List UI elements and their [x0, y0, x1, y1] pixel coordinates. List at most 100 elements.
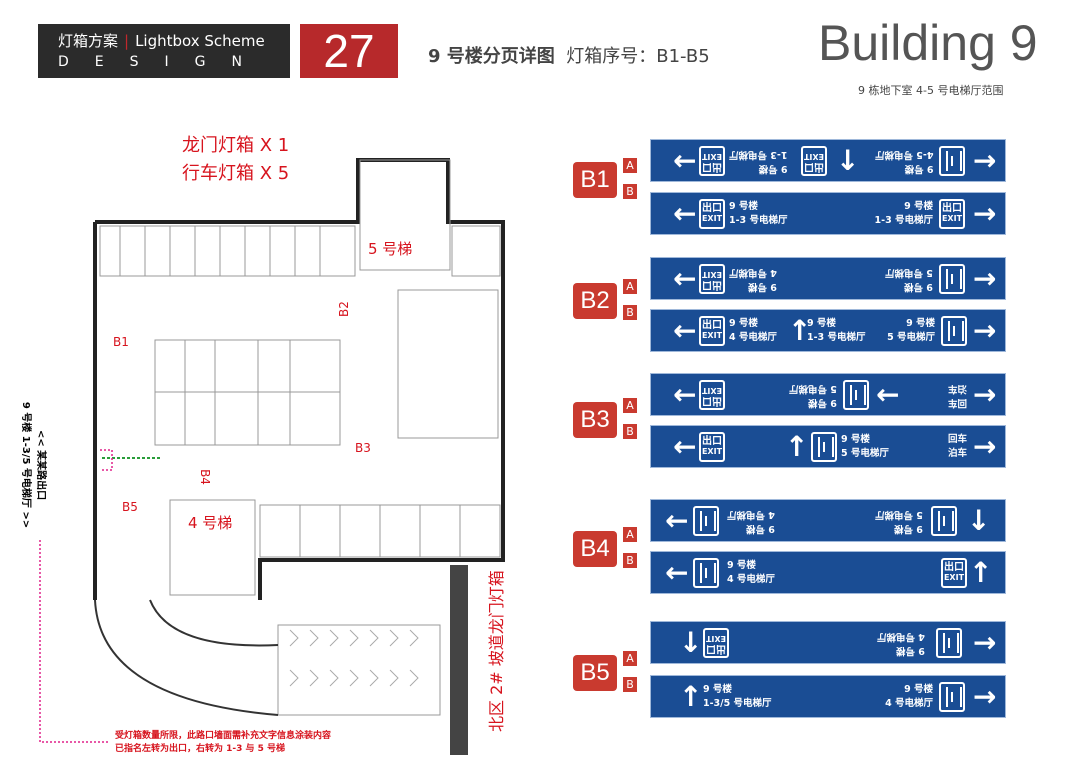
arrow-icon: →	[973, 143, 997, 177]
marker-b1: B1	[113, 335, 129, 349]
sign-text-line: 9 号楼	[727, 559, 756, 571]
sign-item	[931, 500, 957, 541]
sign-text: 回车泊车	[948, 381, 967, 409]
marker-b5: B5	[122, 500, 138, 514]
sign-item: →	[973, 622, 996, 663]
exit-icon-en: EXIT	[701, 213, 723, 223]
sign-item: ←	[673, 193, 696, 234]
arrow-icon: ↑	[785, 429, 809, 463]
arrow-icon: ←	[673, 261, 697, 295]
sign-item	[939, 676, 965, 717]
arrow-icon: ←	[673, 143, 697, 177]
sign-item: ←	[665, 500, 688, 541]
sign-item: →	[973, 426, 996, 467]
sign-item: →	[973, 374, 996, 415]
elevator-icon	[939, 681, 965, 712]
exit-icon-en: EXIT	[701, 151, 723, 161]
page-number: 27	[300, 24, 398, 78]
arrow-icon: ←	[673, 429, 697, 463]
arrow-icon: →	[973, 313, 997, 347]
sign-text-line: 回车	[948, 433, 968, 445]
sign-item: ←	[673, 374, 696, 415]
sign-text-line: 5 号电梯厅	[841, 447, 889, 459]
sign-text-line: 9 号楼	[894, 522, 923, 534]
marker-b4: B4	[197, 469, 212, 485]
sign-text-line: 9 号楼	[748, 280, 777, 292]
sign-item	[693, 500, 719, 541]
sign-text-line: 4 号电梯厅	[877, 630, 925, 642]
sign-text-line: 5 号电梯厅	[875, 508, 923, 520]
sign-text-line: 4 号电梯厅	[729, 266, 777, 278]
arrow-icon: ←	[665, 503, 689, 537]
sign-text-line: 9 号楼	[808, 396, 837, 408]
brand-cn: 灯箱方案	[58, 32, 119, 50]
arrow-icon: ↓	[836, 143, 860, 177]
elevator-icon	[843, 379, 869, 410]
sign-id-b3: B3	[573, 402, 617, 438]
sign-item: ←	[673, 310, 696, 351]
exit-icon-cn: 出口	[702, 278, 722, 290]
sign-id-b1: B1	[573, 162, 617, 198]
sign-text: 9 号楼 5 号电梯厅	[875, 507, 923, 535]
exit-icon-cn: 出口	[942, 202, 962, 214]
exit-icon-en: EXIT	[705, 633, 727, 643]
sign-text-line: 4 号电梯厅	[885, 697, 933, 709]
side-label: A	[623, 158, 637, 173]
exit-icon-cn: 出口	[944, 561, 964, 573]
sign-item: 9 号楼 4 号电梯厅	[729, 258, 777, 299]
sign-text-line: 9 号楼	[904, 280, 933, 292]
sign-item	[939, 140, 965, 181]
side-label: A	[623, 527, 637, 542]
sign-item	[936, 622, 962, 663]
sign-id-b4: B4	[573, 531, 617, 567]
arrow-icon: →	[973, 429, 997, 463]
exit-icon-en: EXIT	[701, 385, 723, 395]
exit-icon-en: EXIT	[941, 213, 963, 223]
exit-icon-cn: 出口	[702, 160, 722, 172]
elevator-icon	[693, 557, 719, 588]
sign-text-line: 1-3 号电梯厅	[807, 331, 866, 343]
building-name: Building 9	[818, 15, 1038, 71]
arrow-icon: ↑	[679, 679, 703, 713]
exit-icon-en: EXIT	[943, 572, 965, 582]
arrow-icon: ↑	[969, 555, 993, 589]
sign-text-line: 9 号楼	[841, 433, 870, 445]
sign-text-line: 9 号楼	[729, 317, 758, 329]
sign-item: ↓	[836, 140, 859, 181]
sign-text-line: 9 号楼	[904, 200, 933, 212]
side-label: B	[623, 424, 637, 439]
sign-item: →	[973, 676, 996, 717]
exit-icon-en: EXIT	[701, 446, 723, 456]
sign-text-line: 5 号电梯厅	[887, 331, 935, 343]
elevator-icon	[693, 505, 719, 536]
arrow-icon: ←	[665, 555, 689, 589]
sign-item	[939, 258, 965, 299]
sign-text-line: 9 号楼	[729, 200, 758, 212]
sign-item: ←	[876, 374, 899, 415]
sign-item	[843, 374, 869, 415]
exit-icon-en: EXIT	[701, 330, 723, 340]
brand-sub: DESIGN	[58, 54, 268, 70]
